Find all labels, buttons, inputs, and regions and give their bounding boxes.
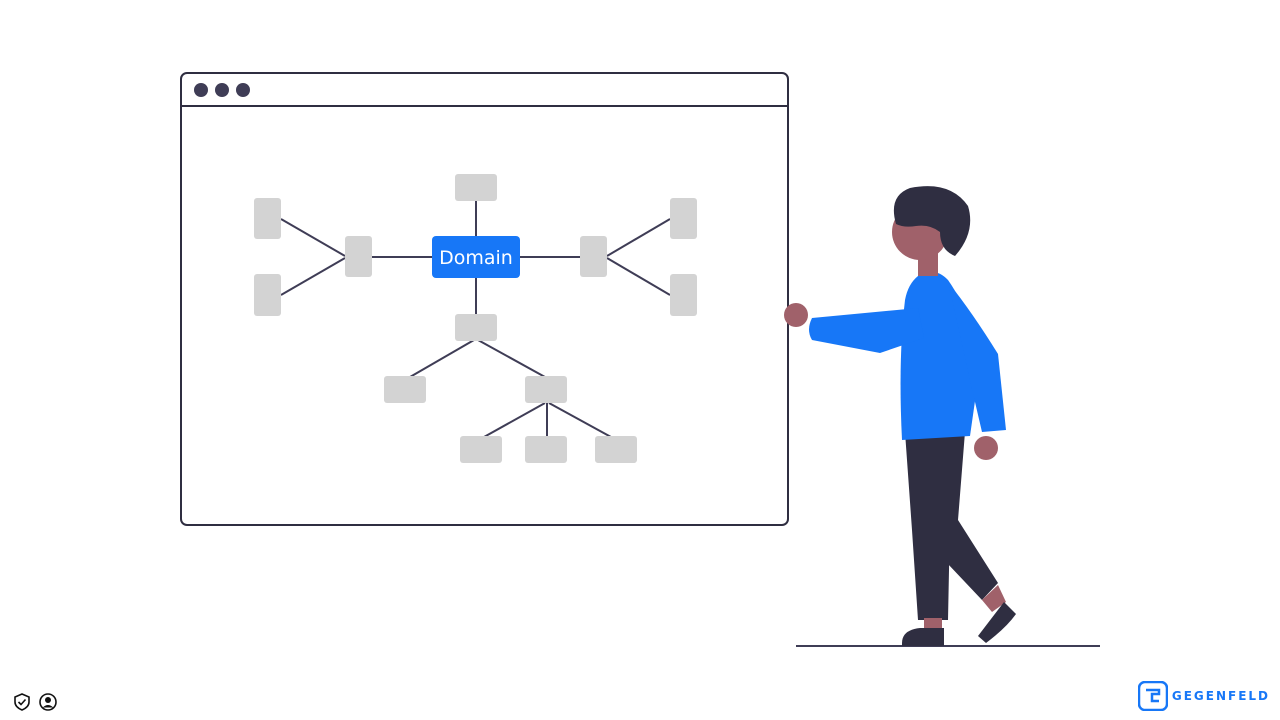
edge xyxy=(606,257,671,296)
reaching-hand xyxy=(784,303,808,327)
front-shoe xyxy=(978,602,1016,643)
node xyxy=(254,274,281,316)
node xyxy=(384,376,426,403)
front-leg xyxy=(930,432,998,600)
node xyxy=(345,236,372,277)
footer-left xyxy=(12,692,58,712)
hair xyxy=(893,186,971,256)
node xyxy=(580,236,607,277)
back-shoe xyxy=(902,628,944,646)
center-node-box xyxy=(432,236,520,278)
brand-name: GEGENFELD xyxy=(1171,689,1270,703)
user-circle-icon[interactable] xyxy=(38,692,58,712)
diagram-edges xyxy=(280,200,671,438)
node xyxy=(525,376,567,403)
center-node-label: Domain xyxy=(439,247,513,269)
node xyxy=(670,198,697,239)
diagram-nodes xyxy=(254,174,697,463)
browser-window xyxy=(180,72,789,526)
edge xyxy=(477,339,546,378)
edge xyxy=(548,402,612,438)
edge xyxy=(280,218,346,257)
edge xyxy=(280,257,346,296)
extended-arm xyxy=(809,308,924,353)
back-arm xyxy=(948,282,1006,432)
edge xyxy=(483,402,546,438)
person-figure xyxy=(784,186,1016,646)
node xyxy=(254,198,281,239)
edge xyxy=(606,218,671,257)
center-node: Domain xyxy=(432,236,520,278)
window-dot-icon xyxy=(194,83,208,97)
brand-mark-icon xyxy=(1137,681,1168,711)
front-ankle xyxy=(982,585,1006,612)
shield-check-icon[interactable] xyxy=(12,692,32,712)
edge xyxy=(409,339,475,378)
node xyxy=(455,314,497,341)
browser-frame xyxy=(180,72,789,526)
window-dot-icon xyxy=(236,83,250,97)
back-hand xyxy=(974,436,998,460)
node xyxy=(595,436,637,463)
node xyxy=(455,174,497,201)
node xyxy=(525,436,567,463)
node xyxy=(670,274,697,316)
node xyxy=(460,436,502,463)
brand-logo[interactable]: GEGENFELD xyxy=(1137,681,1270,711)
back-ankle xyxy=(924,618,942,630)
window-dot-icon xyxy=(215,83,229,97)
